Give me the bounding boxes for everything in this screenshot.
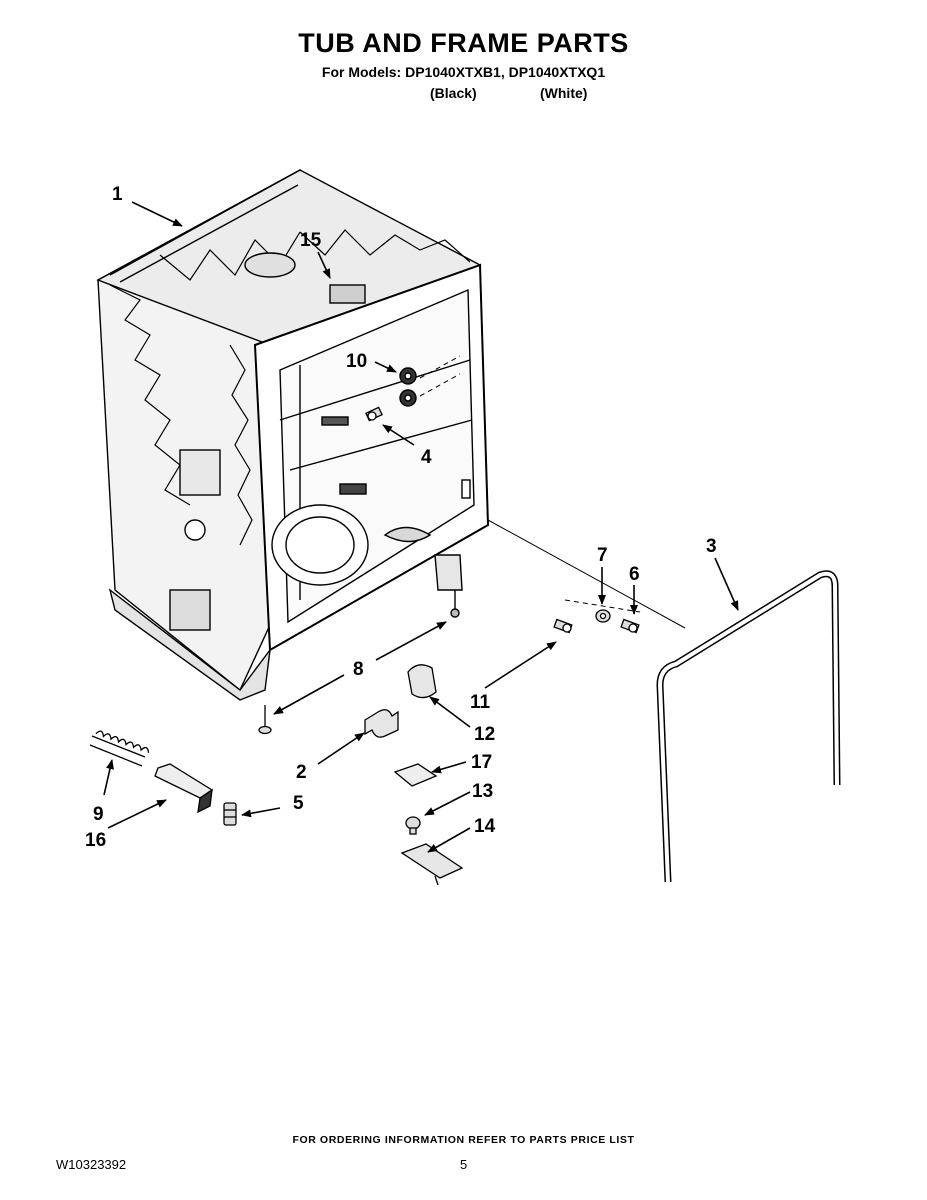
ordering-note: FOR ORDERING INFORMATION REFER TO PARTS … [292,1134,635,1146]
callout-16: 16 [85,830,106,851]
callout-11: 11 [470,692,491,713]
assembly-guide-lines [419,355,686,629]
pad-part-16 [154,763,214,814]
callout-14: 14 [474,816,496,837]
nozzle-part-13 [405,816,421,835]
clip-part-7 [595,609,611,623]
models-subtitle: For Models: DP1040XTXB1, DP1040XTXQ1 [321,64,606,80]
callout-5: 5 [293,793,304,814]
clamp-part-2 [364,709,399,738]
callout-labels: 1 15 10 4 7 6 3 8 11 12 2 17 13 14 5 9 1… [85,184,717,851]
callout-10: 10 [346,351,367,372]
callout-3: 3 [706,536,717,557]
leveling-leg-part-8 [258,705,272,735]
tub-assembly [96,168,490,701]
screw-part-4 [365,406,383,422]
bracket-part-14 [400,843,464,886]
document-id: W10323392 [56,1157,127,1172]
callout-6: 6 [629,564,640,585]
page-number: 5 [460,1157,468,1172]
callout-13: 13 [472,781,493,802]
screw-part-6 [620,618,640,634]
callout-17: 17 [471,752,492,773]
leader-arrows [103,201,739,853]
clip-part-5 [223,802,237,826]
variant-black-label: (Black) [430,85,477,101]
callout-8: 8 [353,659,364,680]
variant-white-label: (White) [540,85,588,101]
callout-9: 9 [93,804,104,825]
page-title: TUB AND FRAME PARTS [298,28,629,58]
callout-7: 7 [597,545,608,566]
bracket-part-12 [407,664,437,699]
callout-1: 1 [112,184,123,205]
door-gasket-part-3 [656,570,841,883]
callout-12: 12 [474,724,495,745]
pad-part-17 [393,763,438,787]
callout-15: 15 [300,230,322,251]
callout-2: 2 [296,762,307,783]
screw-part-11 [553,618,573,634]
callout-4: 4 [421,447,432,468]
spring-part-9 [89,730,150,767]
grommet-part-10 [399,367,417,407]
